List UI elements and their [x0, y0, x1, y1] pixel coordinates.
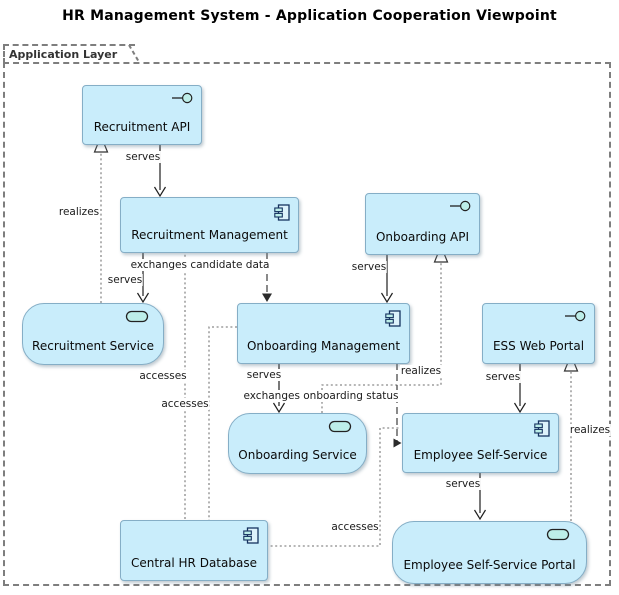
- edge-flow-onboarding-status: [393, 352, 402, 448]
- application-layer-tab: Application Layer: [3, 44, 135, 64]
- service-icon: [125, 310, 149, 323]
- component-icon: [385, 310, 401, 327]
- edge-label-serves: serves: [350, 261, 388, 273]
- edge-label-exchanges-onboarding-status: exchanges onboarding status: [242, 390, 400, 402]
- edge-label-realizes: realizes: [399, 365, 443, 377]
- edge-label-serves: serves: [124, 151, 162, 163]
- edge-label-serves: serves: [484, 371, 522, 383]
- node-employee-self-service-portal[interactable]: Employee Self-Service Portal: [392, 521, 587, 584]
- service-icon: [328, 420, 352, 433]
- node-label: Onboarding Service: [238, 448, 357, 462]
- edge-label-realizes: realizes: [57, 206, 101, 218]
- edge-realizes-recruitment-service: [93, 134, 109, 303]
- edge-label-serves: serves: [245, 369, 283, 381]
- node-onboarding-api[interactable]: Onboarding API: [365, 193, 480, 255]
- interface-lollipop-icon: [449, 200, 471, 212]
- edge-label-accesses: accesses: [160, 398, 210, 410]
- node-label: Onboarding Management: [246, 339, 401, 353]
- node-recruitment-management[interactable]: Recruitment Management: [120, 197, 299, 253]
- edge-label-realizes: realizes: [568, 424, 612, 436]
- node-label: ESS Web Portal: [492, 339, 585, 353]
- interface-lollipop-icon: [564, 310, 586, 322]
- component-icon: [274, 204, 290, 221]
- node-employee-self-service[interactable]: Employee Self-Service: [402, 413, 559, 473]
- node-label: Onboarding API: [375, 230, 470, 244]
- node-label: Employee Self-Service: [413, 448, 548, 462]
- component-icon: [534, 420, 550, 437]
- application-layer-group: [3, 62, 611, 586]
- application-layer-label: Application Layer: [9, 48, 118, 61]
- edge-label-serves: serves: [106, 274, 144, 286]
- component-icon: [243, 527, 259, 544]
- edge-label-accesses: accesses: [138, 370, 188, 382]
- edge-label-serves: serves: [444, 478, 482, 490]
- node-recruitment-api[interactable]: Recruitment API: [82, 85, 202, 145]
- interface-lollipop-icon: [171, 92, 193, 104]
- node-onboarding-management[interactable]: Onboarding Management: [237, 303, 410, 364]
- node-ess-web-portal[interactable]: ESS Web Portal: [482, 303, 595, 364]
- edge-accesses-central-hr-database: [266, 427, 401, 547]
- node-label: Recruitment API: [93, 120, 191, 134]
- edge-label-accesses: accesses: [330, 521, 380, 533]
- node-label: Employee Self-Service Portal: [403, 558, 576, 572]
- node-label: Central HR Database: [131, 556, 257, 570]
- edge-realizes-ess-portal: [563, 353, 579, 521]
- node-recruitment-service[interactable]: Recruitment Service: [22, 303, 164, 365]
- node-central-hr-database[interactable]: Central HR Database: [120, 520, 268, 581]
- layer-tab-slant: [128, 44, 140, 63]
- node-label: Recruitment Management: [131, 228, 288, 242]
- diagram-title: HR Management System - Application Coope…: [62, 8, 557, 24]
- node-label: Recruitment Service: [32, 339, 154, 353]
- service-icon: [546, 528, 570, 541]
- edge-label-exchanges-candidate-data: exchanges candidate data: [129, 259, 271, 271]
- node-onboarding-service[interactable]: Onboarding Service: [228, 413, 367, 474]
- edge-accesses-onboarding-management: [208, 326, 237, 520]
